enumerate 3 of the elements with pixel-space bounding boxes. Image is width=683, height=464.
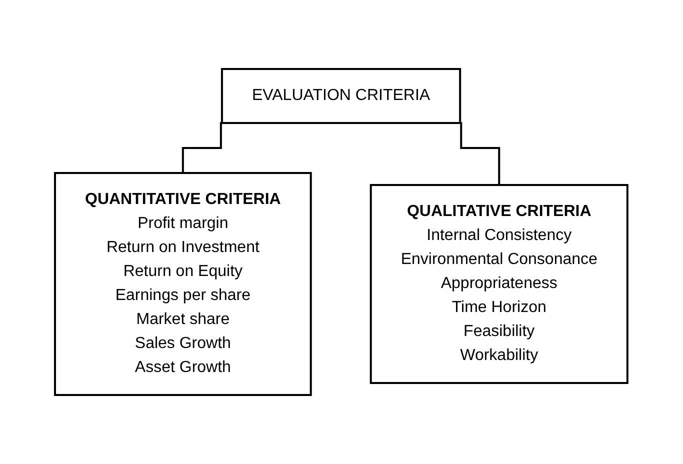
node-box: QUANTITATIVE CRITERIA Profit margin Return on Investment Return on Equity Earnings per share Market share Sales Growth Asset Growth: [54, 172, 312, 396]
node-box: EVALUATION CRITERIA: [221, 68, 462, 124]
node-box: QUALITATIVE CRITERIA Internal Consistency Environmental Consonance Appropriateness Time Horizon Feasibility Workability: [370, 184, 629, 384]
